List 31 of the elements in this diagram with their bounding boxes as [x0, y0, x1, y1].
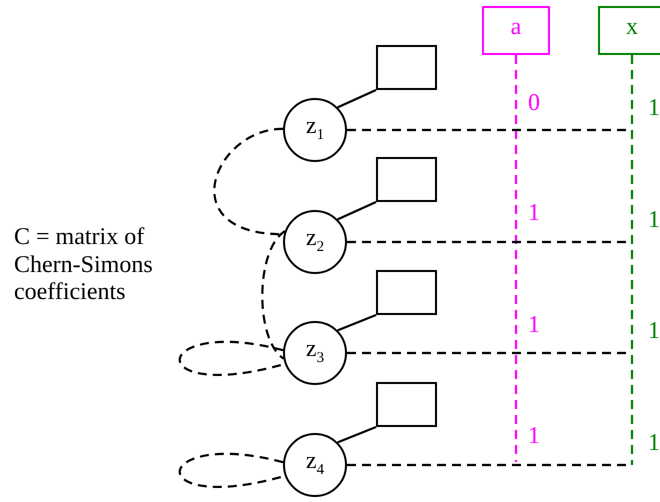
coefficient-value: 1 — [648, 318, 660, 346]
coefficient-value: 1 — [528, 312, 540, 340]
connector-line — [337, 314, 376, 332]
self-loop — [178, 452, 286, 488]
variable-box — [482, 6, 550, 55]
connector-line — [337, 201, 376, 220]
variable-label: z$_{4}$ — [306, 448, 324, 478]
coefficient-value: 0 — [528, 90, 540, 118]
coefficient-value: 1 — [528, 423, 540, 451]
connector-line — [213, 128, 284, 236]
connector-line — [514, 55, 518, 462]
coefficient-value: 1 — [648, 430, 660, 458]
self-loop — [178, 340, 286, 376]
empty-square — [376, 45, 437, 90]
variable-name: a — [510, 14, 522, 38]
variable-label: z$_{1}$ — [306, 114, 324, 142]
variable-box — [598, 6, 660, 55]
variable-name: x — [626, 14, 638, 38]
connector-line — [337, 89, 376, 108]
empty-square — [376, 270, 437, 315]
connector-line — [630, 55, 634, 465]
variable-label: z$_{2}$ — [306, 226, 324, 254]
coefficient-value: 1 — [648, 95, 660, 123]
annotation-text: C = matrix of Chern-Simons coefficients — [14, 224, 154, 307]
coefficient-value: 1 — [648, 207, 660, 235]
empty-square — [376, 157, 437, 202]
connector-line — [337, 426, 376, 444]
coefficient-value: 1 — [528, 200, 540, 228]
empty-square — [376, 382, 437, 427]
connector-line — [261, 230, 286, 360]
variable-label: z$_{3}$ — [306, 336, 324, 366]
